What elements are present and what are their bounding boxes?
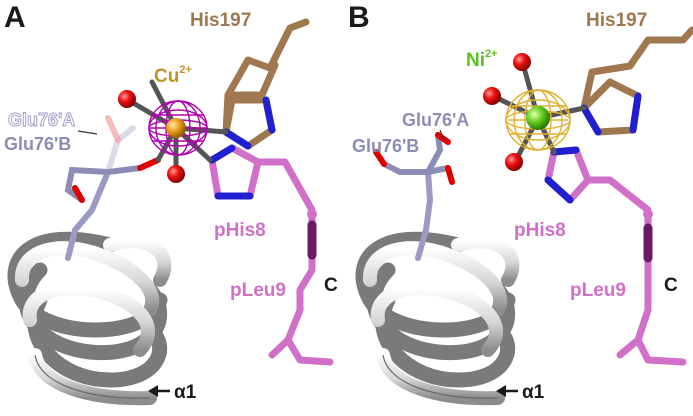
panel-a-helix-label: α1 <box>174 382 197 403</box>
panel-a-pleu9-label: pLeu9 <box>230 280 286 301</box>
panel-b: B <box>348 1 693 406</box>
panel-a-copper-ion-icon <box>166 118 186 138</box>
panel-a-phis8-label: pHis8 <box>214 220 266 241</box>
panel-b-helix <box>355 231 520 406</box>
panel-b-water-oxygen-icon <box>505 153 523 171</box>
panel-b-helix-label: α1 <box>522 382 545 403</box>
panel-b-his197-label: His197 <box>586 10 647 31</box>
panel-b-glu76b-label: Glu76'B <box>352 136 419 156</box>
panel-a-glu76a-label: Glu76'A <box>8 110 75 130</box>
panel-a-c-terminus-label: C <box>324 275 338 296</box>
panel-a-glu76b-label: Glu76'B <box>4 134 71 154</box>
panel-b-pleu9-label: pLeu9 <box>570 280 626 301</box>
panel-a-phis8-pleu9 <box>208 144 334 366</box>
panel-b-his197 <box>580 26 693 136</box>
panel-a-helix <box>7 231 172 406</box>
panel-a-letter: A <box>4 1 26 34</box>
panel-a-his197-label: His197 <box>190 10 251 31</box>
panel-b-glu76a-label: Glu76'A <box>402 110 469 130</box>
panel-a-his197 <box>222 18 310 150</box>
panel-a-glu76 <box>64 115 161 261</box>
panel-b-water-oxygen-icon <box>483 87 501 105</box>
panel-b-nickel-ion-icon <box>526 106 550 130</box>
panel-b-letter: B <box>348 1 370 34</box>
panel-b-c-terminus-label: C <box>664 275 678 296</box>
panel-b-water-oxygen-icon <box>513 53 531 71</box>
panel-a-metal-label: Cu2+ <box>154 64 192 87</box>
panel-b-phis8-pleu9 <box>544 146 687 366</box>
panel-b-phis8-label: pHis8 <box>514 220 566 241</box>
panel-a-glu76a-leader <box>77 130 98 135</box>
panel-a-water-oxygen-icon <box>167 165 185 183</box>
panel-b-glu76a-leader <box>439 129 445 141</box>
panel-a-helix-arrow-icon <box>148 385 170 397</box>
panel-a: A <box>4 1 338 406</box>
panel-a-water-oxygen-icon <box>118 90 136 108</box>
panel-b-helix-arrow-icon <box>496 385 518 397</box>
panel-a-cu-density-mesh <box>148 100 208 156</box>
panel-b-metal-label: Ni2+ <box>466 48 498 71</box>
